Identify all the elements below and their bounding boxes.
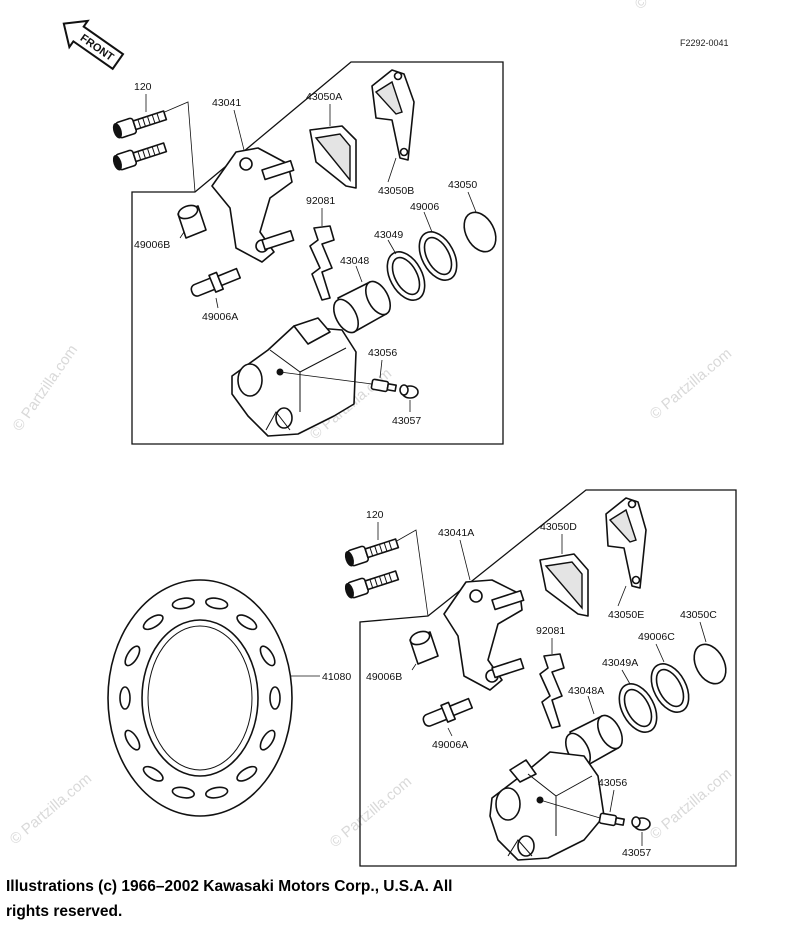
part-label-49006A: 49006A	[432, 739, 468, 751]
bleeder-screw	[370, 378, 397, 393]
part-label-92081: 92081	[306, 195, 335, 207]
part-label-43057: 43057	[622, 847, 651, 859]
watermark: © Partzilla.com	[9, 342, 81, 435]
part-label-41080: 41080	[322, 671, 351, 683]
watermark: © Partzilla.com	[632, 0, 720, 13]
pin-boot	[177, 204, 207, 239]
part-label-43050B: 43050B	[378, 185, 414, 197]
piston-seal	[386, 251, 426, 301]
bleeder-cap	[631, 816, 651, 831]
disc-slot	[119, 686, 131, 710]
part-label-49006A: 49006A	[202, 311, 238, 323]
part-label-92081: 92081	[536, 625, 565, 637]
part-label-43048: 43048	[340, 255, 369, 267]
caliper-body	[489, 751, 605, 861]
part-label-43056: 43056	[368, 347, 397, 359]
part-label-43049: 43049	[374, 229, 403, 241]
front-arrow-icon: FRONT	[62, 19, 125, 71]
dust-seal	[418, 231, 458, 281]
bolt	[344, 538, 400, 567]
part-label-43041A: 43041A	[438, 527, 474, 539]
part-label-43050D: 43050D	[540, 521, 577, 533]
piston-seal	[618, 683, 658, 733]
disc-slot	[142, 614, 164, 631]
disc-slot	[124, 645, 141, 667]
lower-assembly: 120 43041A 43050D 43050E 43050C 92081 49…	[107, 489, 737, 867]
part-label-120: 120	[366, 509, 384, 521]
part-label-43049A: 43049A	[602, 657, 638, 669]
part-label-49006B: 49006B	[366, 671, 402, 683]
pin-boot	[409, 630, 439, 665]
caliper-body	[231, 317, 357, 437]
disc-slot	[124, 729, 141, 751]
part-label-43050: 43050	[448, 179, 477, 191]
bolt	[344, 570, 400, 599]
caliper-bracket	[443, 579, 525, 691]
disc-slot	[269, 686, 281, 710]
watermark: © Partzilla.com	[647, 765, 735, 843]
part-label-43050C: 43050C	[680, 609, 717, 621]
part-label-49006B: 49006B	[134, 239, 170, 251]
watermark: © Partzilla.com	[647, 345, 735, 423]
pad-spring	[309, 225, 335, 301]
brake-pad	[539, 553, 589, 617]
part-label-43050E: 43050E	[608, 609, 644, 621]
upper-assembly-outline	[131, 61, 504, 445]
upper-assembly: 120 43041 43050A 43050B 43050 92081 4900…	[112, 61, 504, 445]
part-label-43057: 43057	[392, 415, 421, 427]
bolt	[112, 110, 168, 139]
disc-slot	[205, 597, 229, 610]
bleeder-cap	[399, 384, 419, 399]
disc-slot	[236, 765, 258, 782]
disc-slot	[236, 614, 258, 631]
watermark: © Partzilla.com	[7, 770, 95, 848]
lower-assembly-outline	[359, 489, 737, 867]
boot-cap	[693, 643, 727, 685]
slide-pin	[422, 697, 474, 727]
brake-disc	[107, 579, 293, 817]
part-label-43048A: 43048A	[568, 685, 604, 697]
part-label-49006C: 49006C	[638, 631, 675, 643]
bleeder-screw	[598, 812, 625, 827]
part-label-43056: 43056	[598, 777, 627, 789]
figure-code: F2292-0041	[680, 38, 729, 48]
part-label-49006: 49006	[410, 201, 439, 213]
boot-cap	[463, 211, 497, 253]
disc-slot	[259, 645, 276, 667]
pad-spring	[539, 653, 565, 729]
copyright-notice: Illustrations (c) 1966–2002 Kawasaki Mot…	[6, 878, 453, 920]
part-label-43041: 43041	[212, 97, 241, 109]
bolt	[112, 142, 168, 171]
caliper-bracket	[211, 147, 295, 263]
disc-slot	[259, 729, 276, 751]
brake-pad	[371, 69, 415, 161]
disc-slot	[205, 786, 229, 799]
part-label-120: 120	[134, 81, 152, 93]
caliper-piston	[332, 280, 392, 334]
disc-slot	[142, 765, 164, 782]
watermark: © Partzilla.com	[327, 773, 415, 851]
part-label-43050A: 43050A	[306, 91, 342, 103]
slide-pin	[190, 267, 242, 297]
disc-slot	[171, 786, 195, 799]
brake-pad	[309, 125, 357, 189]
brake-pad	[605, 497, 647, 589]
disc-slot	[171, 597, 195, 610]
dust-seal	[650, 663, 690, 713]
